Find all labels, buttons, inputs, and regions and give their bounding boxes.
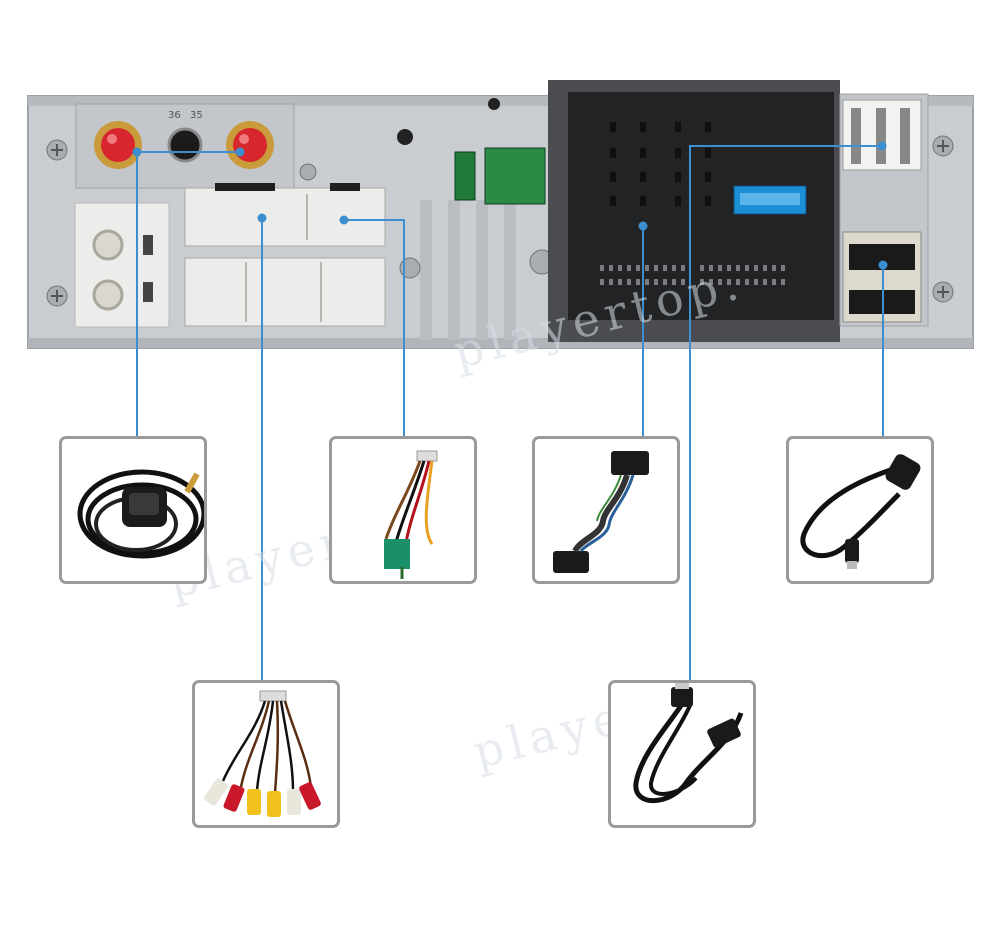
connector-pin xyxy=(610,122,616,132)
connector-pin xyxy=(772,265,776,271)
iso-adapter-box xyxy=(532,436,680,584)
connector-pin xyxy=(718,279,722,285)
connector-pin xyxy=(763,265,767,271)
mini-usb-cable-icon xyxy=(800,454,921,569)
connector-pin xyxy=(654,265,658,271)
connector-pin xyxy=(709,279,713,285)
connector-pin xyxy=(675,122,681,132)
connector-pin xyxy=(745,265,749,271)
pcb-header xyxy=(454,151,476,201)
connector-pin xyxy=(645,279,649,285)
screw-icon xyxy=(932,135,954,157)
connector-pin xyxy=(736,265,740,271)
connector-pin xyxy=(600,279,604,285)
screw-icon xyxy=(46,285,68,307)
connector-pin xyxy=(705,122,711,132)
connector-pin xyxy=(636,279,640,285)
audio-connector-port xyxy=(184,257,386,327)
screw-icon xyxy=(46,139,68,161)
connector-pin xyxy=(718,265,722,271)
connector-pin xyxy=(609,265,613,271)
connector-pin xyxy=(727,265,731,271)
connector-pin xyxy=(663,265,667,271)
rca-cable-icon xyxy=(203,690,321,817)
connector-pin xyxy=(618,279,622,285)
connector-pin xyxy=(672,279,676,285)
connector-pin xyxy=(675,196,681,206)
connector-pin xyxy=(745,279,749,285)
screw-icon xyxy=(932,281,954,303)
connector-pin xyxy=(705,172,711,182)
connector-pin xyxy=(640,148,646,158)
connector-pin xyxy=(610,196,616,206)
power-harness-box xyxy=(329,436,477,584)
connector-pin xyxy=(727,279,731,285)
connector-pin xyxy=(763,279,767,285)
fuse xyxy=(733,185,807,215)
connector-pin xyxy=(772,279,776,285)
connector-pin xyxy=(610,148,616,158)
gps-antenna-port xyxy=(94,121,142,169)
connector-pin xyxy=(700,279,704,285)
connector-pin xyxy=(636,265,640,271)
connector-pin xyxy=(654,279,658,285)
silkscreen-label: 36 xyxy=(168,110,181,121)
usb-extension-cable-icon xyxy=(633,683,744,804)
mini-usb-cable-box xyxy=(786,436,934,584)
rca-cable-box xyxy=(192,680,340,828)
connector-pin xyxy=(700,265,704,271)
connector-pin xyxy=(672,265,676,271)
connector-pin xyxy=(709,265,713,271)
connector-pin xyxy=(627,279,631,285)
connector-pin xyxy=(645,265,649,271)
connector-pin xyxy=(640,196,646,206)
wire-harness-icon xyxy=(384,450,438,579)
connector-pin xyxy=(627,265,631,271)
connector-pin xyxy=(754,265,758,271)
connector-pin xyxy=(681,279,685,285)
connector-pin xyxy=(610,172,616,182)
rca-connector-port xyxy=(184,183,386,247)
connector-pin xyxy=(675,172,681,182)
connector-pin xyxy=(675,148,681,158)
iso-adapter-cable-icon xyxy=(553,451,649,573)
connector-pin xyxy=(640,122,646,132)
connector-pin xyxy=(781,279,785,285)
connector-pin xyxy=(600,265,604,271)
connector-pin xyxy=(705,196,711,206)
connector-pin xyxy=(681,265,685,271)
connector-pin xyxy=(609,279,613,285)
connector-pin xyxy=(781,265,785,271)
connector-pin xyxy=(640,172,646,182)
connector-pin xyxy=(705,148,711,158)
gps-antenna-box xyxy=(59,436,207,584)
connector-pin xyxy=(663,279,667,285)
silkscreen-label: 35 xyxy=(190,110,203,121)
gps-antenna-icon xyxy=(77,469,204,559)
usb-extension-cable-box xyxy=(608,680,756,828)
pcb-header xyxy=(484,147,546,205)
antenna-socket-block xyxy=(74,202,170,328)
connector-pin xyxy=(618,265,622,271)
connector-pin xyxy=(754,279,758,285)
connector-pin xyxy=(736,279,740,285)
